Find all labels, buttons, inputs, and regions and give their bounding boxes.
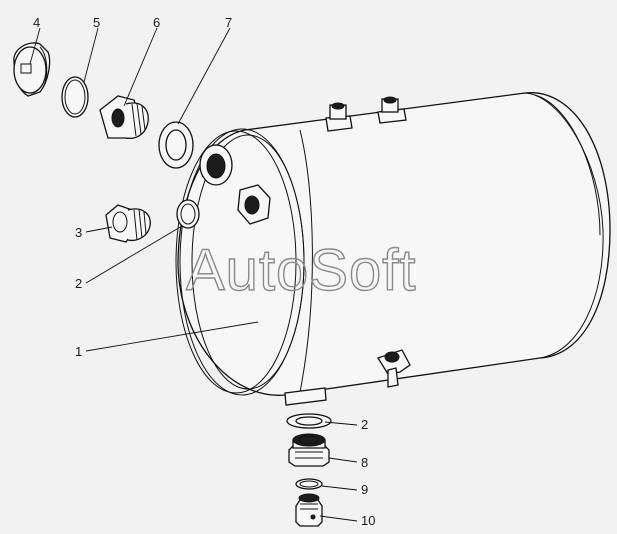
leader-lines bbox=[29, 27, 358, 522]
part-5-o-ring bbox=[61, 76, 89, 118]
part-3-plug bbox=[105, 204, 151, 243]
callout-9: 9 bbox=[361, 482, 368, 497]
part-10-nipple bbox=[295, 493, 323, 527]
callout-4: 4 bbox=[33, 15, 40, 30]
callout-3: 3 bbox=[75, 225, 82, 240]
callout-5: 5 bbox=[93, 15, 100, 30]
watermark: AutoSoft bbox=[186, 238, 416, 303]
callout-8: 8 bbox=[361, 455, 368, 470]
callout-2-upper: 2 bbox=[75, 276, 82, 291]
callout-1: 1 bbox=[75, 344, 82, 359]
part-6-adapter bbox=[99, 95, 149, 140]
callout-10: 10 bbox=[361, 513, 375, 528]
part-8-fitting bbox=[288, 433, 330, 467]
part-4-cap bbox=[13, 42, 51, 97]
part-7-washer bbox=[158, 121, 194, 169]
callout-7: 7 bbox=[225, 15, 232, 30]
part-2-washer-lower bbox=[286, 413, 332, 429]
callout-6: 6 bbox=[153, 15, 160, 30]
part-9-o-ring bbox=[295, 478, 323, 490]
air-tank bbox=[175, 92, 611, 406]
callout-2-lower: 2 bbox=[361, 417, 368, 432]
